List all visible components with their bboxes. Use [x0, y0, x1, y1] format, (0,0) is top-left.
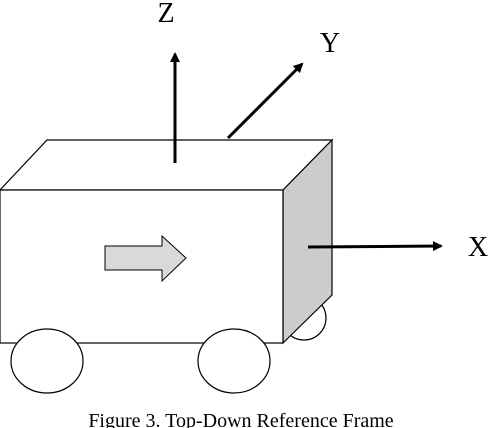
- y-axis-arrow: [226, 62, 304, 140]
- figure-caption: Figure 3. Top-Down Reference Frame: [88, 410, 393, 428]
- y-axis-label: Y: [320, 28, 340, 59]
- x-axis-arrow: [307, 241, 443, 252]
- vehicle-top-face: [0, 139, 334, 191]
- x-axis-label: X: [468, 232, 488, 263]
- front-left-wheel: [10, 328, 84, 394]
- front-right-wheel: [197, 328, 271, 394]
- direction-of-travel-arrow: [104, 234, 187, 283]
- z-axis-label: Z: [157, 0, 174, 29]
